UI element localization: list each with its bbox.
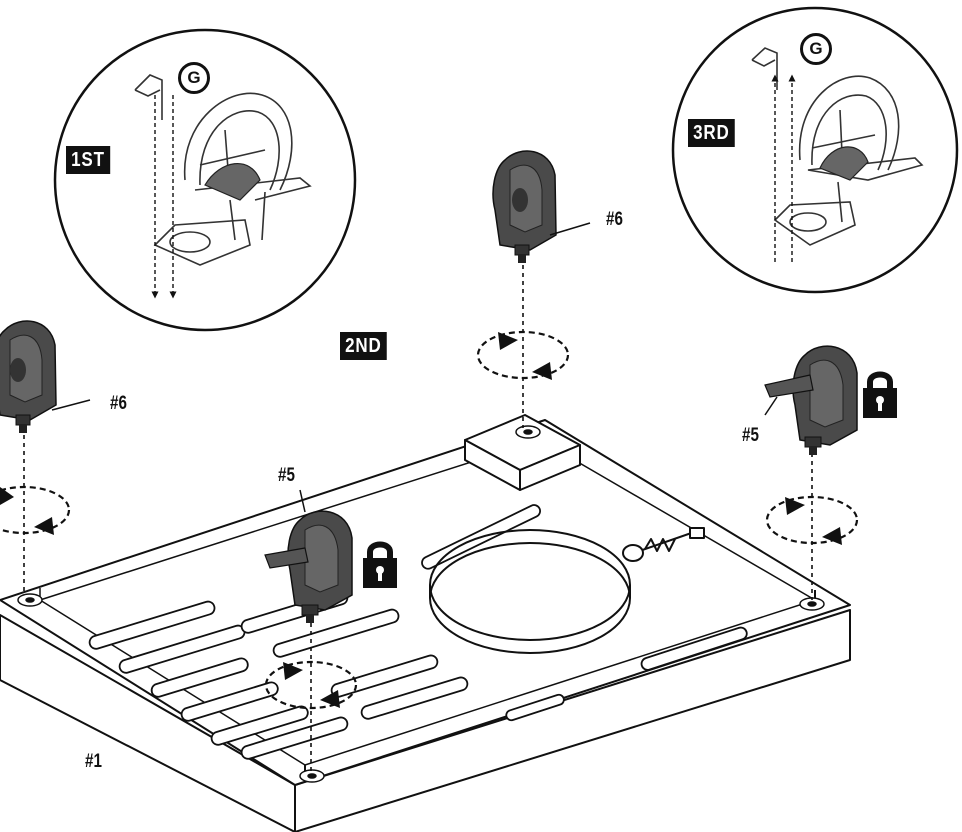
caster-sockets: [17, 425, 825, 783]
rotate-arrowheads: [0, 332, 842, 708]
rotate-arrows-icon: [0, 330, 859, 710]
part-label-caster-locking-front: #5: [278, 465, 295, 486]
step-label-third: 3RD: [688, 119, 735, 147]
tray-ring-clamp: [429, 527, 705, 654]
caster-swivel-top: [492, 150, 591, 263]
step-label-first: 1ST: [66, 146, 110, 174]
hardware-letter-badge-first: G: [178, 62, 210, 94]
part-label-caster-locking-right: #5: [742, 425, 759, 446]
tray-right-face: [294, 609, 851, 832]
part-label-caster-swivel-left: #6: [110, 393, 127, 414]
detail-circle-third: [671, 6, 959, 294]
install-guide-lines: [23, 265, 813, 772]
tray-front-face: [0, 614, 296, 832]
part-label-caster-swivel-top: #6: [606, 209, 623, 230]
lock-icon: [863, 371, 897, 418]
part-label-base-tray: #1: [85, 751, 102, 772]
detail-circle-first: [53, 28, 357, 332]
caster-locking-front: [264, 510, 353, 623]
step-label-second: 2ND: [340, 332, 387, 360]
hardware-letter-badge-third: G: [800, 33, 832, 65]
caster-locking-right: [764, 345, 858, 455]
lock-icon: [363, 541, 397, 588]
base-tray: [0, 414, 851, 832]
caster-swivel-left: [0, 320, 91, 433]
